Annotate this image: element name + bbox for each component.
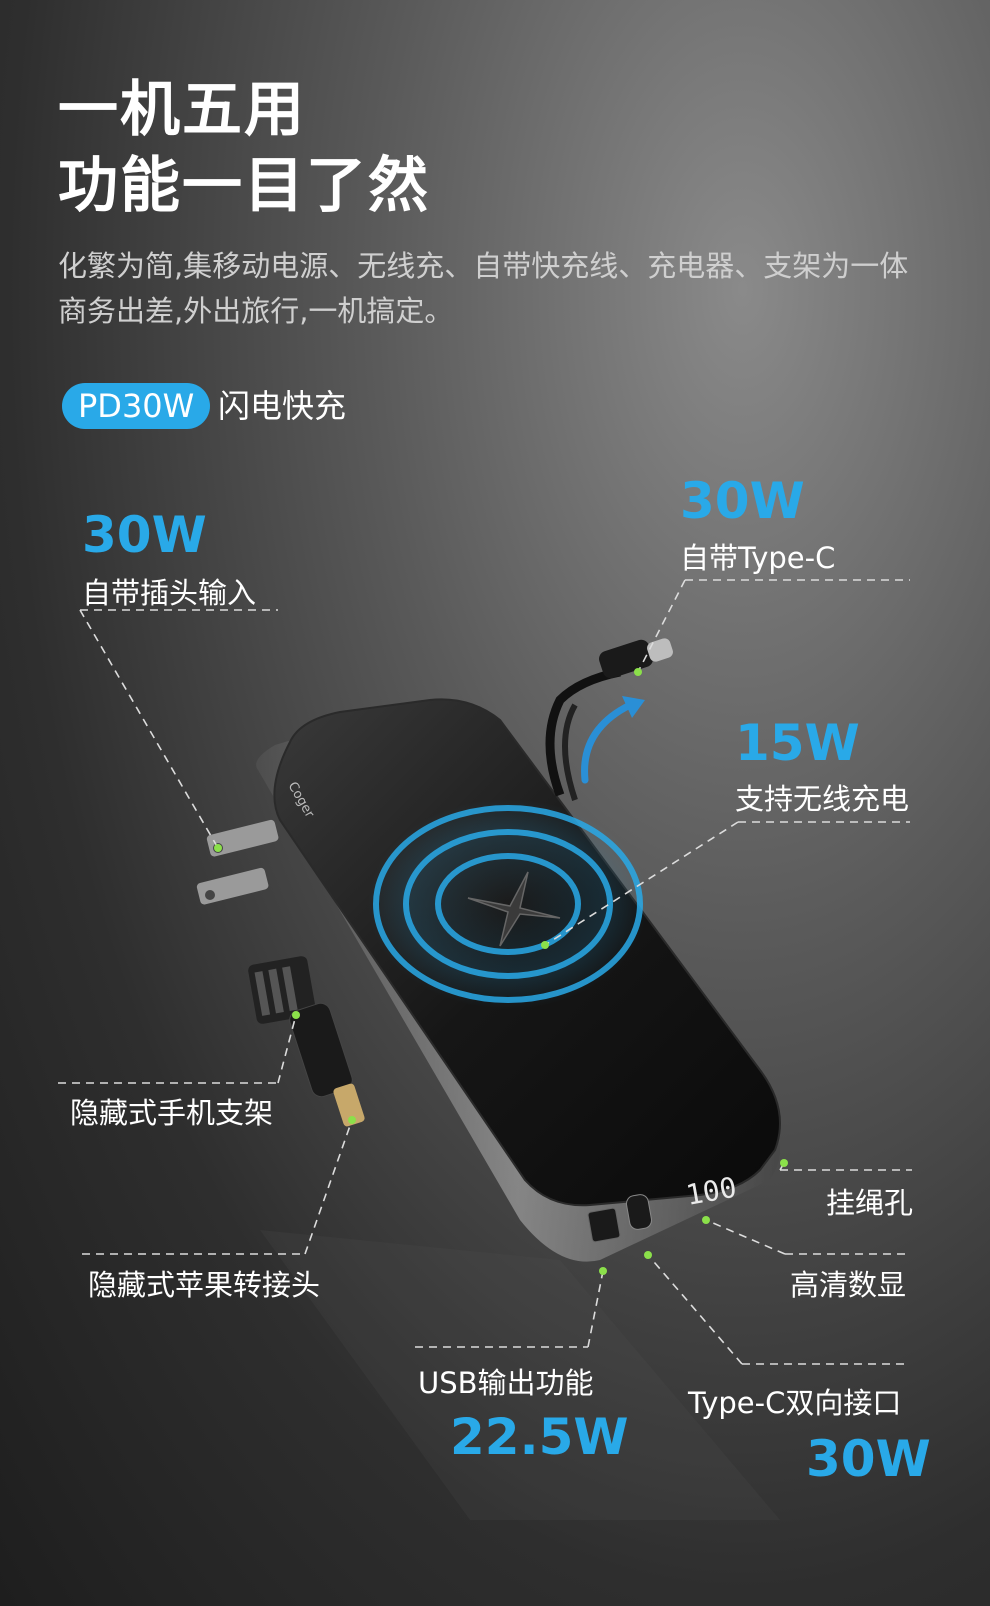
usb-watt: 22.5W [450,1408,629,1466]
lanyard-label: 挂绳孔 [826,1186,914,1220]
callout-lines [58,579,912,1365]
wireless-charge-x-icon [467,871,561,947]
plug-label: 自带插头输入 [82,576,257,610]
stand-label: 隐藏式手机支架 [70,1096,274,1130]
subtitle: 化繁为简,集移动电源、无线充、自带快充线、充电器、支架为一体 商务出差,外出旅行… [58,244,938,334]
subtitle-line1: 化繁为简,集移动电源、无线充、自带快充线、充电器、支架为一体 [58,249,909,283]
headline-line1: 一机五用 [58,75,306,145]
plug-watt: 30W [82,506,207,564]
subtitle-line2: 商务出差,外出旅行,一机搞定。 [58,294,454,328]
typec-port-watt: 30W [806,1430,931,1488]
insert-arrow-icon [581,701,634,784]
display-label: 高清数显 [790,1268,907,1302]
hidden-stand [248,956,316,1024]
usb-label: USB输出功能 [418,1366,594,1400]
wireless-waves [368,799,648,1009]
typec-cable-label: 自带Type-C [680,541,836,575]
wireless-label: 支持无线充电 [735,782,910,816]
lightning-adapter [289,1002,365,1127]
callout-markers [214,668,788,1275]
product-reflection [260,1230,780,1520]
port-panel: 100 [587,1171,739,1243]
typec-port-label: Type-C双向接口 [688,1386,902,1420]
lightning-label: 隐藏式苹果转接头 [88,1268,321,1302]
typec-cable-watt: 30W [680,472,805,530]
wireless-watt: 15W [735,714,860,772]
pd-text: 闪电快充 [218,387,347,425]
pd-badge: PD30W [62,383,211,429]
headline-line2: 功能一目了然 [58,151,430,221]
headline: 一机五用 功能一目了然 [58,72,430,224]
